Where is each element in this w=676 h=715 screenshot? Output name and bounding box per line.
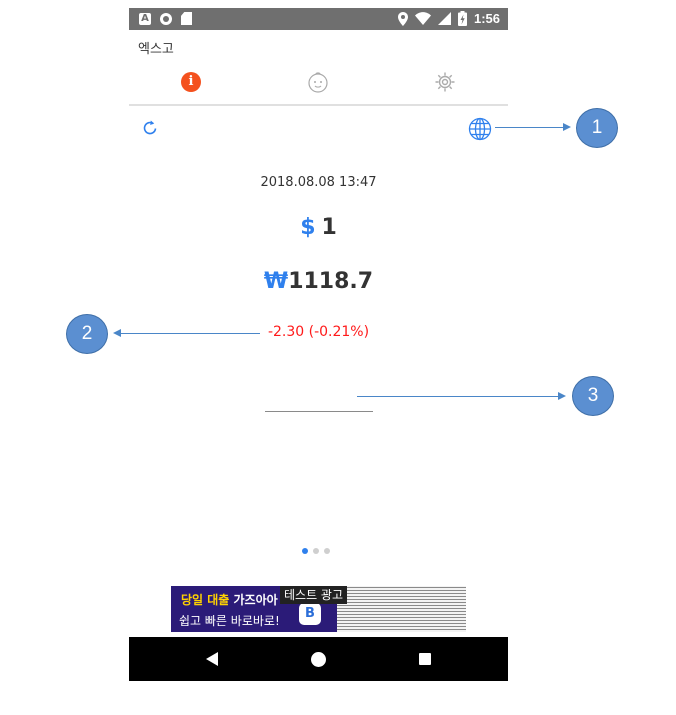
globe-icon[interactable] (468, 117, 492, 141)
ad-subline: 쉽고 빠른 바로바로! (179, 614, 280, 628)
app-title: 엑스고 (138, 42, 174, 57)
sync-notification-icon (160, 12, 172, 25)
tab-profile[interactable] (307, 71, 329, 93)
callout-2-arrow (113, 329, 121, 337)
page-dot-active[interactable] (302, 548, 308, 554)
rate-datetime: 2018.08.08 13:47 (260, 175, 377, 190)
back-icon[interactable] (206, 652, 218, 666)
callout-3-line (357, 396, 558, 397)
ad-test-label: 테스트 광고 (280, 586, 348, 604)
ad-banner[interactable]: 당일 대출 가즈아아 쉽고 빠른 바로바로! B 테스트 광고 (171, 586, 466, 632)
navigation-bar (129, 637, 508, 681)
refresh-icon[interactable] (140, 118, 160, 138)
sd-card-icon (181, 12, 192, 25)
battery-icon (457, 11, 467, 26)
usd-amount: 1 (321, 215, 337, 240)
status-bar: A 1:56 (129, 8, 508, 30)
usd-amount-row: $1 (129, 215, 508, 240)
usd-symbol: $ (300, 215, 316, 240)
tab-bar: i (129, 66, 508, 106)
ad-logo-icon: B (299, 603, 321, 625)
app-notification-icon: A (139, 12, 151, 25)
phone-screen: A 1:56 엑스고 i (129, 8, 508, 681)
page-dot[interactable] (313, 548, 319, 554)
page-dot[interactable] (324, 548, 330, 554)
tab-settings[interactable] (434, 71, 456, 93)
tab-info[interactable]: i (181, 72, 201, 92)
ad-headline: 당일 대출 가즈아아 (181, 593, 278, 607)
callout-1-line (495, 127, 563, 128)
rate-change: -2.30 (-0.21%) (267, 324, 370, 340)
callout-3-badge: 3 (572, 376, 614, 416)
callout-1-arrow (563, 123, 571, 131)
recent-apps-icon[interactable] (419, 653, 431, 665)
baby-face-icon (308, 72, 328, 93)
info-icon: i (188, 74, 194, 89)
krw-amount-row: ₩1118.7 (129, 269, 508, 294)
page-indicator (302, 548, 330, 554)
status-time: 1:56 (473, 11, 500, 26)
input-underline[interactable] (265, 411, 373, 412)
ad-fine-print (337, 586, 466, 632)
callout-1-badge: 1 (576, 108, 618, 148)
krw-symbol: ₩ (263, 269, 289, 294)
location-icon (397, 11, 408, 26)
krw-amount: 1118.7 (288, 269, 374, 294)
home-icon[interactable] (311, 652, 326, 667)
settings-gear-icon (435, 72, 455, 92)
wifi-icon (414, 12, 431, 25)
signal-icon (437, 12, 451, 25)
callout-2-badge: 2 (66, 314, 108, 354)
callout-2-line (121, 333, 260, 334)
callout-3-arrow (558, 392, 566, 400)
